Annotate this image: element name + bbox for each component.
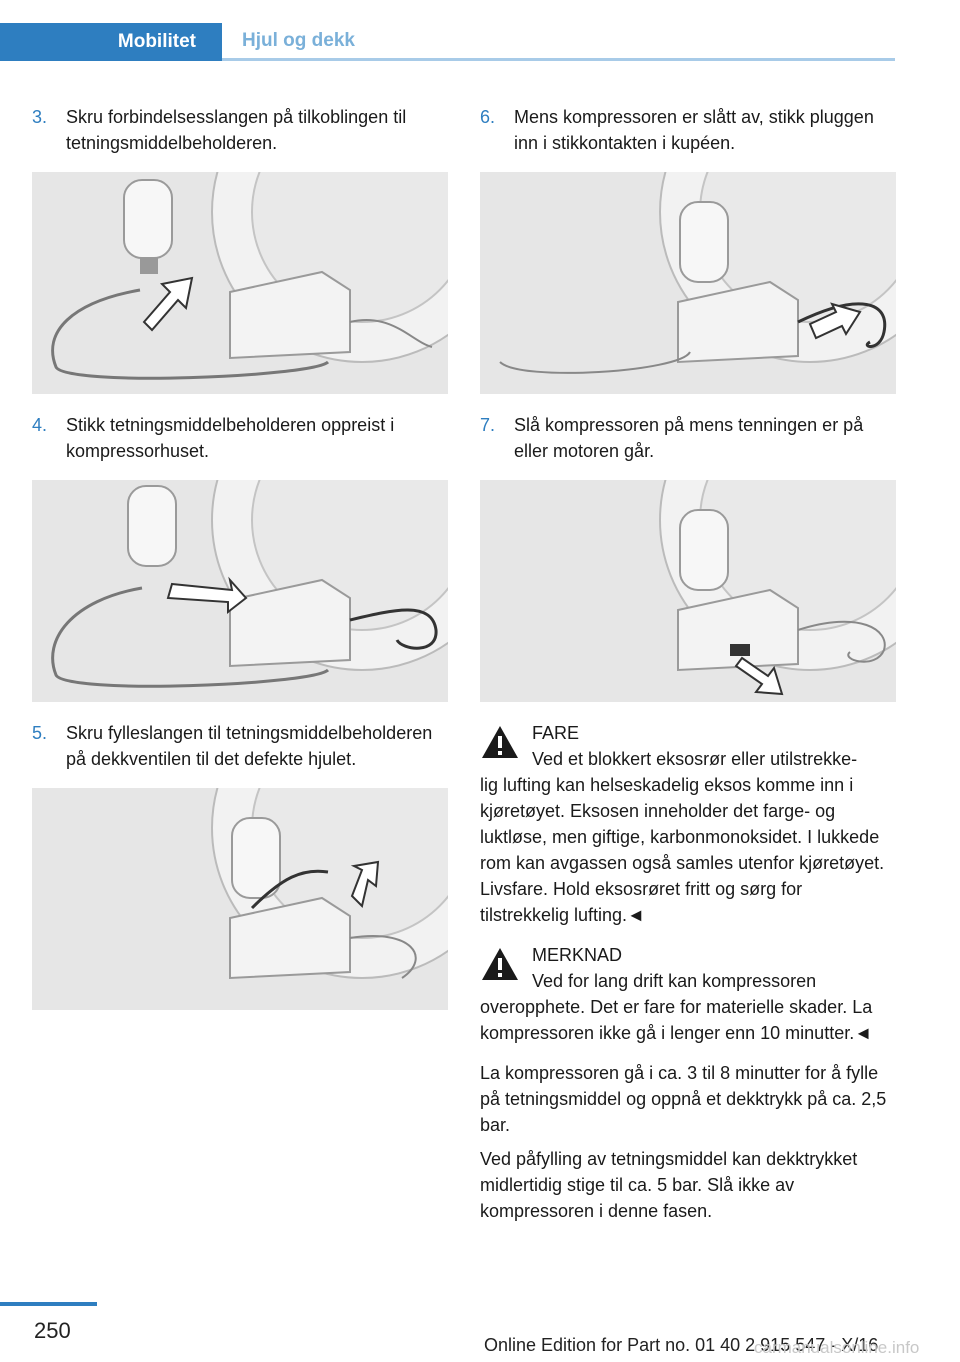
step-4: 4. Stikk tetningsmiddelbeholderen opprei… bbox=[32, 412, 448, 464]
page-number: 250 bbox=[34, 1318, 71, 1343]
step-number: 7. bbox=[480, 415, 496, 435]
paragraph-duration: La kompressoren gå i ca. 3 til 8 minutte… bbox=[480, 1063, 887, 1135]
warning-notice: MERKNAD Ved for lang drift kan kompresso… bbox=[480, 942, 896, 1046]
illustration-bottle-into-compressor bbox=[32, 480, 448, 702]
step-text: Skru fylleslangen til tetningsmiddelbeho… bbox=[66, 723, 433, 769]
step-5: 5. Skru fylleslangen til tetningsmiddelb… bbox=[32, 720, 448, 772]
right-column: 6. Mens kompressoren er slått av, stikk … bbox=[480, 104, 896, 1232]
warning-triangle-icon bbox=[482, 948, 518, 980]
paragraph-pressure: Ved påfylling av tetningsmiddel kan dekk… bbox=[480, 1149, 858, 1221]
step-text: Mens kompressoren er slått av, stikk plu… bbox=[514, 107, 874, 153]
warning-danger: FARE Ved et blokkert eksosrør eller util… bbox=[480, 720, 896, 928]
watermark: carmanualsonline.info bbox=[754, 1338, 920, 1357]
step-number: 3. bbox=[32, 107, 48, 127]
step-3: 3. Skru forbindelsesslangen på tilkoblin… bbox=[32, 104, 448, 156]
illustration-hose-to-bottle bbox=[32, 172, 448, 394]
warning-first-line: Ved for lang drift kan kompressoren bbox=[532, 971, 817, 991]
tab-hjul-og-dekk[interactable]: Hjul og dekk bbox=[222, 23, 895, 61]
section-tabs: Mobilitet Hjul og dekk bbox=[0, 23, 895, 61]
step-number: 5. bbox=[32, 723, 48, 743]
illustration-hose-to-valve bbox=[32, 788, 448, 1010]
step-text: Skru forbindelsesslangen på tilkoblingen… bbox=[66, 107, 407, 153]
illustration-plug-into-socket bbox=[480, 172, 896, 394]
step-text: Slå kompressoren på mens tenningen er på… bbox=[514, 415, 864, 461]
step-number: 4. bbox=[32, 415, 48, 435]
step-7: 7. Slå kompressoren på mens tenningen er… bbox=[480, 412, 896, 464]
warning-title: FARE bbox=[532, 723, 580, 743]
step-number: 6. bbox=[480, 107, 496, 127]
warning-triangle-icon bbox=[482, 726, 518, 758]
warning-title: MERKNAD bbox=[532, 945, 623, 965]
illustration-compressor-switch bbox=[480, 480, 896, 702]
warning-text: lig lufting kan helseskadelig eksos komm… bbox=[480, 775, 885, 925]
warning-text: overopphete. Det er fare for materielle … bbox=[480, 997, 873, 1043]
step-text: Stikk tetningsmiddelbeholderen oppreist … bbox=[66, 415, 395, 461]
step-6: 6. Mens kompressoren er slått av, stikk … bbox=[480, 104, 896, 156]
left-column: 3. Skru forbindelsesslangen på tilkoblin… bbox=[32, 104, 448, 1028]
warning-first-line: Ved et blokkert eksosrør eller utilstrek… bbox=[532, 749, 858, 769]
tab-mobilitet[interactable]: Mobilitet bbox=[0, 23, 222, 61]
footer-accent-line bbox=[0, 1302, 97, 1306]
edition-note: Online Edition for Part no. 01 40 2 915 … bbox=[484, 1335, 879, 1355]
